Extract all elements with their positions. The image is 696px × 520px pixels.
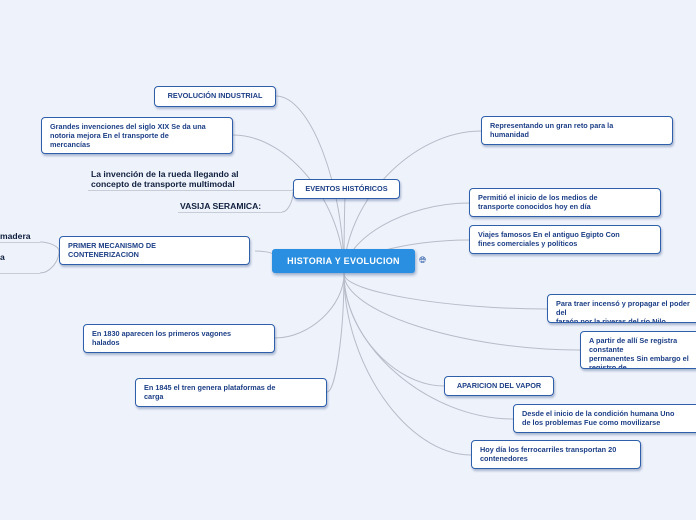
node-1830-vagones[interactable]: En 1830 aparecen los primeros vagones ha…	[83, 324, 275, 353]
link-primer	[254, 250, 273, 255]
link-a	[39, 250, 60, 274]
node-primer-mecanismo[interactable]: PRIMER MECANISMO DE CONTENERIZACION	[59, 236, 250, 265]
link-revolucion	[275, 95, 345, 275]
node-incenso-farao[interactable]: Para traer incensó y propagar el poder d…	[547, 294, 696, 323]
node-eventos-historicos[interactable]: EVENTOS HISTÓRICOS	[293, 179, 400, 199]
node-ferrocarriles[interactable]: Hoy día los ferrocarriles transportan 20…	[471, 440, 641, 469]
link-apartir	[343, 273, 581, 351]
central-topic[interactable]: HISTORIA Y EVOLUCION	[272, 249, 415, 273]
topic-a-underline	[0, 273, 40, 274]
topic-madera-underline	[0, 242, 40, 243]
topic-vasija-underline	[178, 212, 282, 213]
topic-a[interactable]: a	[0, 252, 5, 262]
link-reto	[343, 130, 482, 275]
node-aparicion-vapor[interactable]: APARICION DEL VAPOR	[444, 376, 554, 396]
topic-madera[interactable]: madera	[0, 231, 31, 241]
topic-invencion-rueda[interactable]: La invención de la rueda llegando al con…	[91, 169, 239, 189]
topic-rueda-underline	[88, 190, 293, 191]
node-desde-inicio[interactable]: Desde el inicio de la condición humana U…	[513, 404, 696, 433]
topic-vasija-ceramica[interactable]: VASIJA SERAMICA:	[180, 201, 262, 211]
link-plataformas	[326, 273, 345, 393]
link-vasija	[281, 191, 294, 213]
link-hoy	[343, 273, 472, 456]
node-viajes-famosos[interactable]: Viajes famosos En el antiguo Egipto Con …	[469, 225, 661, 254]
link-vagones	[274, 273, 345, 339]
link-farao	[343, 273, 548, 310]
node-a-partir-de-alli[interactable]: A partir de allí Se registra constante p…	[580, 331, 696, 369]
node-revolucion-industrial[interactable]: REVOLUCIÓN INDUSTRIAL	[154, 86, 276, 107]
node-1845-plataformas[interactable]: En 1845 el tren genera plataformas de ca…	[135, 378, 327, 407]
node-gran-reto[interactable]: Representando un gran reto para la human…	[481, 116, 673, 145]
node-permitio-inicio[interactable]: Permitió el inicio de los medios de tran…	[469, 188, 661, 217]
link-desde	[343, 273, 514, 420]
link-madera	[39, 241, 60, 252]
globe-icon: 🌐︎	[419, 255, 427, 265]
link-grandes	[232, 134, 345, 275]
node-grandes-invenciones[interactable]: Grandes invenciones del siglo XIX Se da …	[41, 117, 233, 154]
central-topic-label: HISTORIA Y EVOLUCION	[287, 256, 400, 266]
